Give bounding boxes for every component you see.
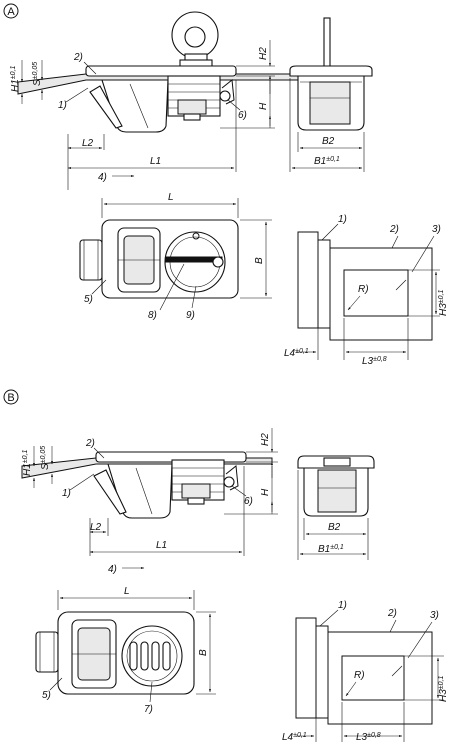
dims-end-a xyxy=(289,78,365,172)
svg-text:L3±0,8: L3±0,8 xyxy=(356,732,381,743)
b1-label: B1 xyxy=(314,156,326,167)
section-a-letter: A xyxy=(7,6,15,18)
svg-text:4): 4) xyxy=(108,564,117,575)
svg-text:8): 8) xyxy=(148,310,157,321)
svg-text:3): 3) xyxy=(430,610,439,621)
svg-text:B1±0,1: B1±0,1 xyxy=(318,544,344,555)
end-view-a: B2 B1±0,1 xyxy=(289,17,373,172)
section-a: A xyxy=(3,3,449,367)
svg-text:S±0,05: S±0,05 xyxy=(32,62,43,86)
svg-text:H: H xyxy=(260,488,271,496)
svg-text:5): 5) xyxy=(42,690,51,701)
refs-side-a: 1) 2) 6) xyxy=(58,52,247,121)
cutout-detail-a: L4±0,1 L3±0,8 H3±0,1 R) 1) 2) 3) xyxy=(284,214,449,367)
r-label: R) xyxy=(358,284,369,295)
svg-text:L4±0,1: L4±0,1 xyxy=(284,348,309,359)
lock-cap xyxy=(85,65,237,77)
side-view-a: H1±0,1 S±0,05 H2 H L2 L1 4) 1) 2) 6) xyxy=(10,11,301,190)
padlock-icon xyxy=(192,232,200,240)
refs-side-b: 1) 2) 6) xyxy=(62,438,253,507)
dims-top-b xyxy=(57,590,216,695)
dim-labels-side-a: H1±0,1 S±0,05 H2 H L2 L1 4) xyxy=(10,47,269,183)
svg-text:9): 9) xyxy=(186,310,195,321)
dims-top-a xyxy=(101,198,272,299)
dims-side-a xyxy=(21,40,275,190)
l4-label: L4 xyxy=(284,348,296,359)
cylinder-ribs-b xyxy=(172,467,224,505)
combination-wheels xyxy=(129,641,171,671)
side-boss xyxy=(79,239,103,281)
svg-text:H2: H2 xyxy=(260,433,271,446)
h3-label: H3 xyxy=(438,303,449,316)
svg-text:2): 2) xyxy=(73,52,83,63)
svg-text:2): 2) xyxy=(389,224,399,235)
l-label: L xyxy=(168,192,174,203)
b-label: B xyxy=(254,257,265,264)
svg-text:2): 2) xyxy=(85,438,95,449)
svg-text:1): 1) xyxy=(338,600,347,611)
svg-text:H1±0,1: H1±0,1 xyxy=(10,66,21,92)
svg-text:H3±0,1: H3±0,1 xyxy=(438,290,449,316)
svg-text:R): R) xyxy=(354,670,365,681)
h1-label: H1 xyxy=(10,79,21,92)
svg-text:7): 7) xyxy=(144,704,153,715)
top-view-a: L B 5) 8) 9) xyxy=(79,192,272,321)
section-a-marker: A xyxy=(3,3,19,19)
dims-cutout-a xyxy=(296,269,440,360)
svg-text:6): 6) xyxy=(244,496,253,507)
svg-text:2): 2) xyxy=(387,608,397,619)
l3-label: L3 xyxy=(362,356,374,367)
svg-text:L2: L2 xyxy=(90,522,102,533)
svg-text:L4±0,1: L4±0,1 xyxy=(282,732,307,743)
svg-text:3): 3) xyxy=(432,224,441,235)
door-panel-section xyxy=(297,231,319,329)
svg-text:B1±0,1: B1±0,1 xyxy=(314,156,340,167)
dims-cutout-b xyxy=(296,655,444,742)
cylinder-ribs xyxy=(168,83,220,121)
key xyxy=(171,11,219,73)
svg-text:1): 1) xyxy=(338,214,347,225)
h2-label: H2 xyxy=(258,47,269,60)
dims-end-b xyxy=(297,470,369,560)
cutout-detail-b: L4±0,1 L3±0,8 H3±0,1 R) 1) 2) 3) xyxy=(282,600,449,743)
svg-text:L1: L1 xyxy=(156,540,167,551)
dim-labels-side-b: H1±0,1 S±0,05 H2 H L2 L1 4) xyxy=(22,433,271,575)
end-view-b: B2 B1±0,1 xyxy=(297,455,375,560)
svg-text:1): 1) xyxy=(62,488,71,499)
svg-text:H1±0,1: H1±0,1 xyxy=(22,450,33,476)
section-b-marker: B xyxy=(3,389,19,405)
svg-text:6): 6) xyxy=(238,110,247,121)
svg-text:B2: B2 xyxy=(328,522,341,533)
section-b: B xyxy=(3,389,449,743)
side-view-b: H1±0,1 S±0,05 H2 H L2 L1 4) 1) 2) 6) xyxy=(21,428,278,575)
svg-text:5): 5) xyxy=(84,294,93,305)
h-label: H xyxy=(258,102,269,110)
svg-text:1): 1) xyxy=(58,100,67,111)
svg-text:H3±0,1: H3±0,1 xyxy=(438,676,449,702)
pawl-screw xyxy=(219,90,231,102)
section-b-letter: B xyxy=(7,392,14,404)
svg-text:L3±0,8: L3±0,8 xyxy=(362,356,387,367)
s-label: S xyxy=(32,79,43,86)
handle-body xyxy=(101,79,169,133)
frame-section xyxy=(329,247,433,341)
l2-label: L2 xyxy=(82,138,94,149)
svg-text:L: L xyxy=(124,586,130,597)
l1-label: L1 xyxy=(150,156,161,167)
dims-side-b xyxy=(33,428,278,569)
svg-text:B: B xyxy=(198,649,209,656)
top-view-b: L B 5) 7) xyxy=(35,586,216,715)
svg-text:S±0,05: S±0,05 xyxy=(40,446,51,470)
direction-label: 4) xyxy=(98,172,107,183)
b2-label: B2 xyxy=(322,136,335,147)
